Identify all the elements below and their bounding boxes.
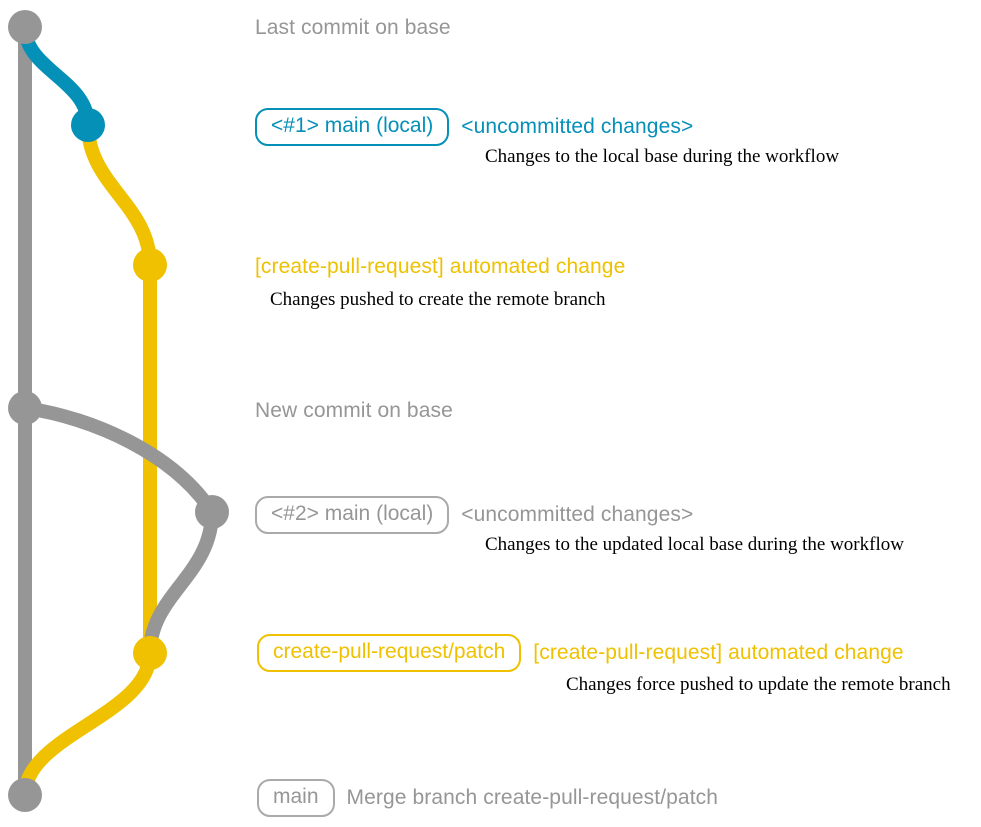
commit-description-local-1: Changes to the local base during the wor… <box>485 146 840 167</box>
commit-node-merge[interactable] <box>8 778 42 812</box>
commit-node-remote-1[interactable] <box>133 248 167 282</box>
commit-subject-merge: Merge branch create-pull-request/patch <box>346 786 719 809</box>
edge-local2-to-remote2 <box>143 505 219 660</box>
commit-subject-local-1: <uncommitted changes> <box>461 115 694 138</box>
commit-description-local-2: Changes to the updated local base during… <box>485 534 904 555</box>
commit-entry-local-2: <#2> main (local) <uncommitted changes> <box>255 496 693 534</box>
commit-node-base-2[interactable] <box>8 391 42 425</box>
commit-entry-automated-change-2: create-pull-request/patch [create-pull-r… <box>257 634 904 672</box>
edge-base2-to-local2 <box>18 401 219 519</box>
edge-local1-to-remote1 <box>81 118 157 272</box>
commit-subject-base-2: New commit on base <box>255 399 453 422</box>
commit-subject-local-2: <uncommitted changes> <box>461 503 694 526</box>
edge-remote2-to-merge <box>18 646 157 802</box>
commit-entry-last-commit-on-base: Last commit on base <box>255 13 451 43</box>
commit-description-remote-1: Changes pushed to create the remote bran… <box>270 289 606 310</box>
commit-node-local-1[interactable] <box>71 108 105 142</box>
branch-badge-local-1[interactable]: <#1> main (local) <box>255 108 450 146</box>
branch-badge-remote-2[interactable]: create-pull-request/patch <box>257 634 522 672</box>
commit-description-remote-2: Changes force pushed to update the remot… <box>566 674 951 695</box>
edge-base-to-local1 <box>18 20 95 132</box>
commit-entry-merge: main Merge branch create-pull-request/pa… <box>257 779 718 817</box>
commit-subject-remote-2: [create-pull-request] automated change <box>533 641 904 664</box>
branch-badge-local-2[interactable]: <#2> main (local) <box>255 496 450 534</box>
commit-subject-base-1: Last commit on base <box>255 16 451 39</box>
commit-node-base-1[interactable] <box>8 10 42 44</box>
commit-entry-new-commit-on-base: New commit on base <box>255 396 453 426</box>
branch-badge-main[interactable]: main <box>257 779 335 817</box>
commit-entry-local-1: <#1> main (local) <uncommitted changes> <box>255 108 693 146</box>
commit-node-remote-2[interactable] <box>133 636 167 670</box>
commit-entry-automated-change-1: [create-pull-request] automated change <box>255 252 625 282</box>
commit-subject-remote-1: [create-pull-request] automated change <box>255 255 626 278</box>
commit-node-local-2[interactable] <box>195 495 229 529</box>
